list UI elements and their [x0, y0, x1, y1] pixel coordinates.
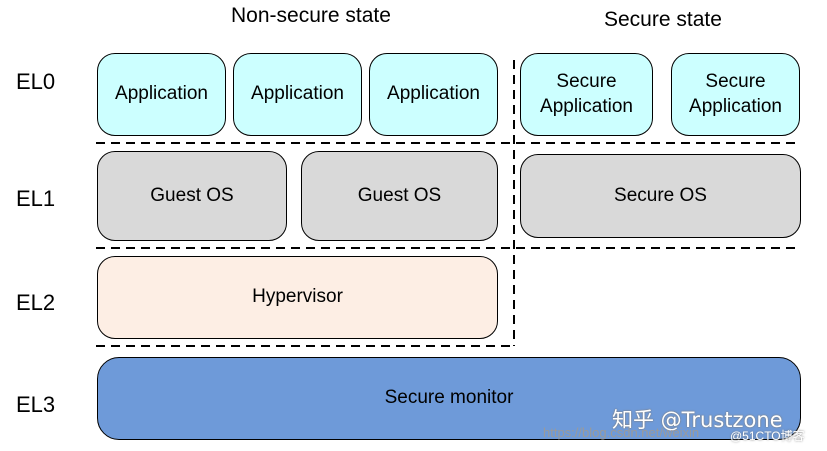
secure-os-box: Secure OS	[520, 154, 801, 238]
hypervisor-box: Hypervisor	[97, 256, 498, 339]
application-box-3: Application	[369, 53, 498, 136]
application-box-2: Application	[233, 53, 362, 136]
application-label-3: Application	[387, 83, 480, 105]
el2-label: EL2	[16, 290, 56, 315]
zhihu-watermark: 知乎 @Trustzone	[612, 408, 783, 432]
application-label-2: Application	[251, 83, 344, 105]
secure-application-box-2: Secure Application	[671, 53, 800, 136]
secure-state-header: Secure state	[604, 8, 722, 31]
51cto-watermark: @51CTO博客	[730, 429, 805, 443]
secure-application-box-1: Secure Application	[520, 53, 653, 136]
el0-label: EL0	[16, 69, 56, 94]
application-box-1: Application	[97, 53, 226, 136]
guest-os-label-1: Guest OS	[150, 184, 234, 206]
guest-os-label-2: Guest OS	[357, 184, 442, 206]
application-label-1: Application	[115, 83, 208, 105]
guest-os-box-2: Guest OS	[301, 151, 498, 241]
el3-label: EL3	[16, 392, 56, 417]
secure-monitor-box: Secure monitor	[97, 357, 801, 440]
secure-monitor-label: Secure monitor	[384, 387, 514, 409]
secure-application-label-2: Secure Application	[689, 71, 782, 117]
secure-application-label-1: Secure Application	[540, 71, 633, 117]
non-secure-state-header: Non-secure state	[231, 4, 391, 27]
csdn-url-watermark: https://blog.csdn.net/weixin	[543, 425, 700, 440]
guest-os-box-1: Guest OS	[97, 151, 287, 241]
el1-label: EL1	[16, 186, 56, 211]
secure-os-label: Secure OS	[614, 184, 707, 206]
hypervisor-label: Hypervisor	[252, 286, 343, 308]
